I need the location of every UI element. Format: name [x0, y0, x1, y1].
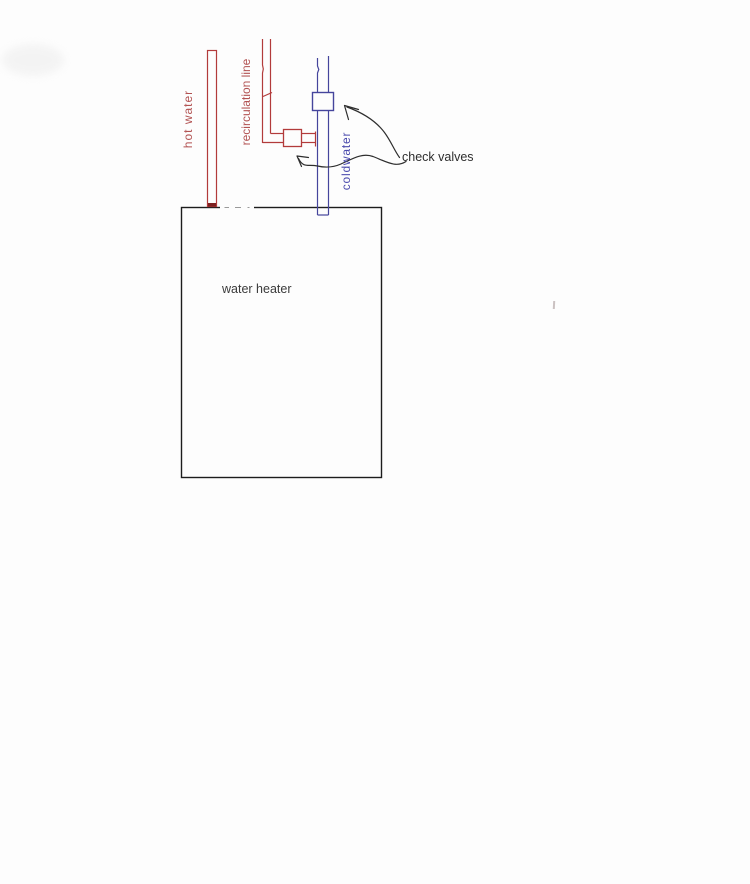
scan-smudge-artifact — [2, 44, 64, 76]
cold-water-label: coldwater — [339, 131, 353, 191]
lower-arrow-shaft — [297, 154, 407, 168]
stray-mark-artifact — [552, 300, 556, 310]
cold-water-check-valve — [311, 91, 335, 112]
hot-water-label: hot water — [181, 89, 195, 149]
cold-water-pipe — [316, 56, 330, 216]
water-heater-label: water heater — [222, 282, 292, 296]
hot-water-pipe — [206, 49, 218, 208]
water-heater-tank — [180, 206, 383, 479]
check-valve-arrows — [296, 104, 407, 168]
check-valves-label: check valves — [402, 150, 474, 164]
lower-arrow-head — [296, 155, 310, 168]
upper-arrow-shaft — [346, 106, 401, 159]
upper-arrow-head — [343, 104, 360, 121]
recirculation-check-valve — [282, 128, 303, 148]
hot-water-pipe-base — [208, 203, 216, 207]
recirculation-pipe — [261, 39, 317, 147]
tank-top-edge-gap — [220, 206, 254, 210]
recirculation-line-label: recirculation line — [239, 58, 253, 146]
pipe-break-tick — [262, 91, 273, 98]
